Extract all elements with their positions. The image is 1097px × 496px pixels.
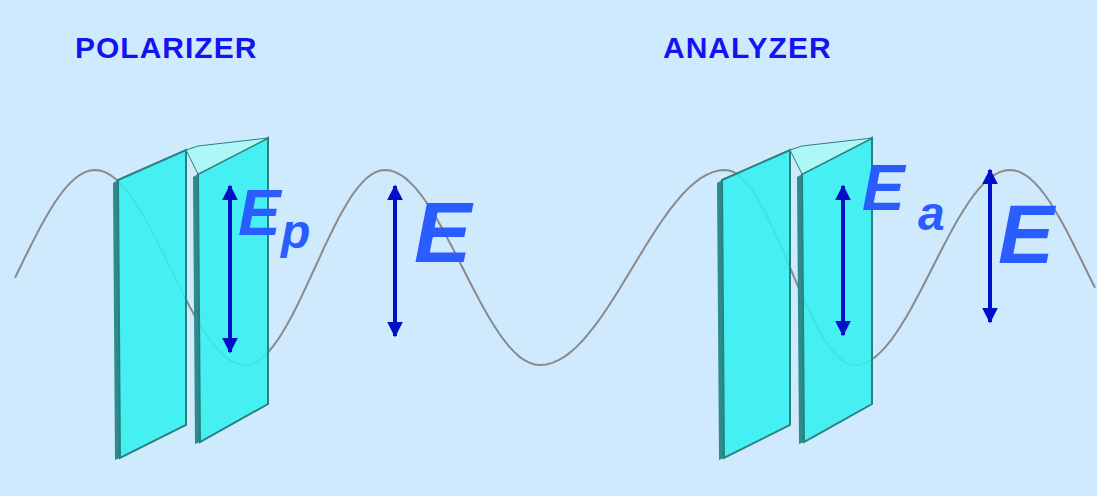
- analyzer-plates: [717, 138, 872, 460]
- field-symbol: E: [238, 181, 281, 245]
- field-symbol: E: [862, 156, 905, 220]
- field-subscript: a: [918, 190, 945, 238]
- analyzer-title: ANALYZER: [663, 33, 832, 63]
- field-subscript: p: [281, 208, 310, 256]
- polarizer-title: POLARIZER: [75, 33, 257, 63]
- field-symbol: E: [414, 189, 471, 275]
- field-symbol: E: [998, 192, 1054, 276]
